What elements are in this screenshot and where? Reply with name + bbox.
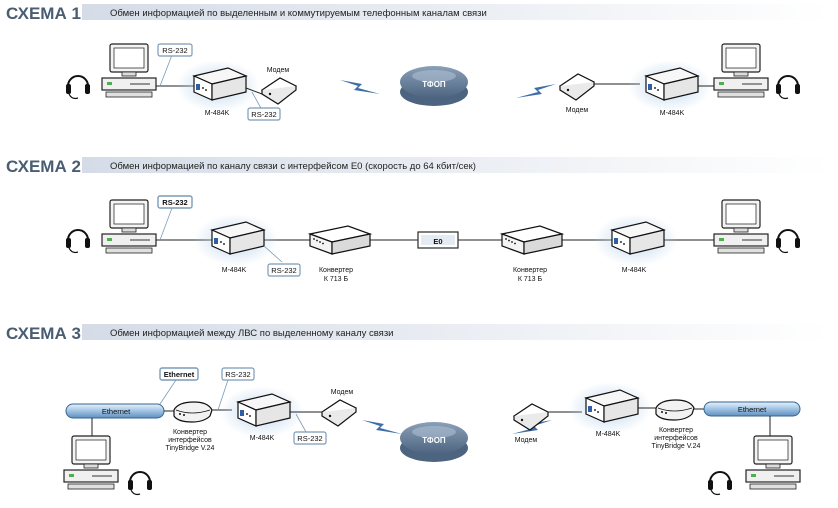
scheme-2: СХЕМА 2 Обмен информацией по каналу связ… xyxy=(6,157,830,283)
modem-label: Модем xyxy=(515,437,538,444)
converter-label: Конвертер xyxy=(513,267,547,274)
network-label: ТФОП xyxy=(422,436,446,445)
scheme-1-band xyxy=(82,4,830,20)
bridge-label: интерфейсов xyxy=(168,436,212,444)
rs232-label-box xyxy=(157,195,193,209)
modem-icon xyxy=(513,403,549,431)
network-label: ТФОП xyxy=(422,80,446,89)
headset-icon xyxy=(127,471,153,496)
m484k-label: M-484K xyxy=(205,110,230,117)
modem-label: Модем xyxy=(267,67,290,74)
m484k-label: M-484K xyxy=(596,431,621,438)
scheme-1-title: СХЕМА 1 xyxy=(6,4,81,23)
headset-icon xyxy=(65,229,91,254)
bridge-label: Конвертер xyxy=(659,427,693,434)
converter-icon xyxy=(501,225,563,255)
m484k-label: M-484K xyxy=(250,435,275,442)
m484k-label: M-484K xyxy=(660,110,685,117)
rs232-label-box xyxy=(221,367,255,381)
m484k-label: M-484K xyxy=(622,267,647,274)
bridge-label: интерфейсов xyxy=(654,434,698,442)
scheme-2-subtitle: Обмен информацией по каналу связи с инте… xyxy=(110,161,476,172)
rs232-label: RS-232 xyxy=(297,434,322,443)
lightning-icon xyxy=(340,80,380,94)
scheme-2-band xyxy=(82,157,830,173)
rs232-label-box xyxy=(247,107,281,121)
ethernet-label: Ethernet xyxy=(164,370,195,379)
computer-icon xyxy=(101,43,157,98)
rs232-label-box xyxy=(157,43,193,57)
headset-icon xyxy=(775,75,801,100)
scheme-1: СХЕМА 1 Обмен информацией по выделенным … xyxy=(6,4,830,121)
bridge-label: TinyBridge V.24 xyxy=(652,443,701,450)
m484k-device-icon xyxy=(593,213,679,267)
scheme-3: СХЕМА 3 Обмен информацией между ЛВС по в… xyxy=(6,324,830,496)
m484k-device-icon xyxy=(193,213,279,267)
tinybridge-icon xyxy=(173,401,213,423)
computer-icon xyxy=(101,199,157,254)
computer-icon xyxy=(713,43,769,98)
headset-icon xyxy=(707,471,733,496)
scheme-1-subtitle: Обмен информацией по выделенным и коммут… xyxy=(110,8,487,19)
converter-label: Конвертер xyxy=(319,267,353,274)
converter-icon xyxy=(309,225,371,255)
scheme-3-band xyxy=(82,324,830,340)
rs232-label: RS-232 xyxy=(162,46,187,55)
rs232-label: RS-232 xyxy=(162,198,187,207)
modem-icon xyxy=(321,399,357,427)
modem-label: Модем xyxy=(331,389,354,396)
scheme-3-title: СХЕМА 3 xyxy=(6,324,81,343)
scheme-3-subtitle: Обмен информацией между ЛВС по выделенно… xyxy=(110,328,394,339)
lightning-icon xyxy=(362,420,402,434)
scheme-2-title: СХЕМА 2 xyxy=(6,157,81,176)
ethernet-pipe xyxy=(703,401,801,417)
ethernet-pipe-label: Ethernet xyxy=(738,405,767,414)
computer-icon xyxy=(63,435,119,490)
converter-model-label: К 713 Б xyxy=(324,276,349,283)
modem-label: Модем xyxy=(566,107,589,114)
bridge-label: TinyBridge V.24 xyxy=(166,445,215,452)
bridge-label: Конвертер xyxy=(173,429,207,436)
m484k-device-icon xyxy=(175,59,261,113)
converter-model-label: К 713 Б xyxy=(518,276,543,283)
ethernet-label-box xyxy=(159,367,199,381)
ethernet-pipe-label: Ethernet xyxy=(102,407,131,416)
headset-icon xyxy=(65,75,91,100)
m484k-label: M-484K xyxy=(222,267,247,274)
computer-icon xyxy=(713,199,769,254)
e0-label: Е0 xyxy=(433,237,442,246)
rs232-label: RS-232 xyxy=(225,370,250,379)
tinybridge-icon xyxy=(655,399,695,421)
modem-icon xyxy=(261,77,297,105)
rs232-label: RS-232 xyxy=(271,266,296,275)
rs232-label-box xyxy=(267,263,301,277)
modem-icon xyxy=(559,73,595,101)
rs232-label: RS-232 xyxy=(251,110,276,119)
headset-icon xyxy=(775,229,801,254)
computer-icon xyxy=(745,435,801,490)
rs232-label-box xyxy=(293,431,327,445)
lightning-icon xyxy=(516,84,556,98)
